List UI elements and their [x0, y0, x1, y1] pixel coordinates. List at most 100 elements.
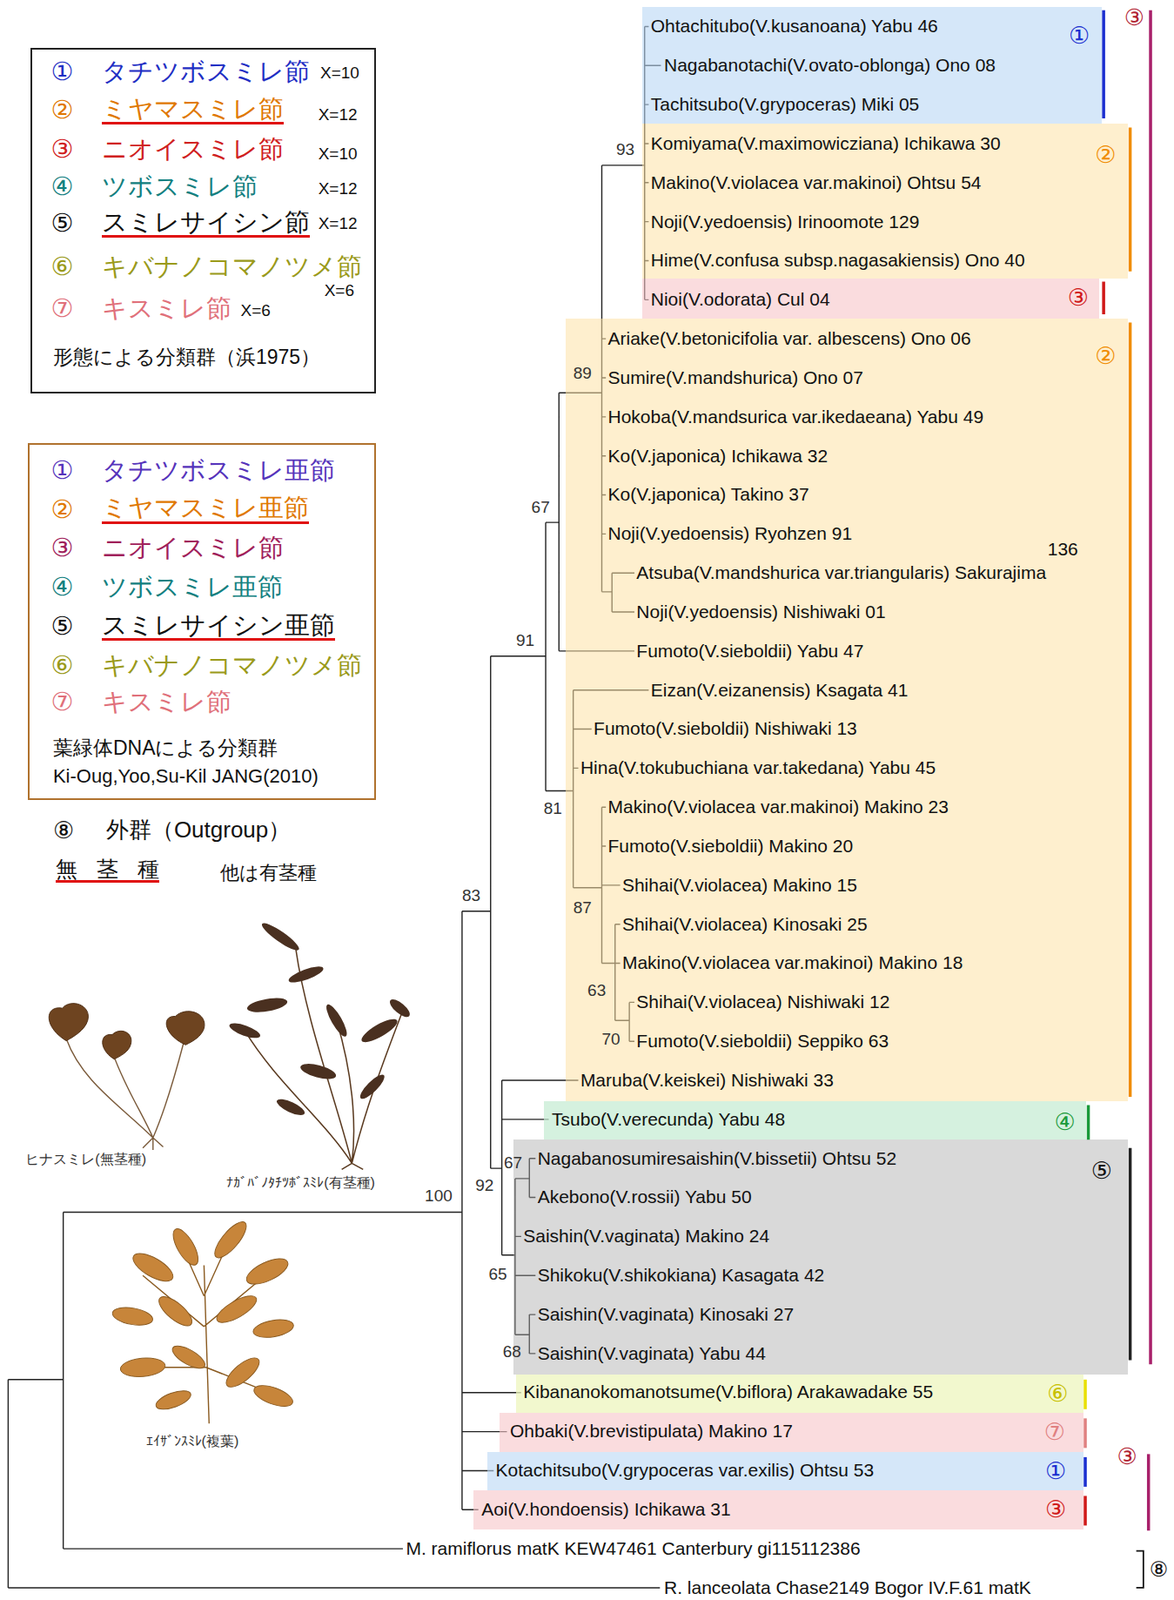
taxon-label: Ko(V.japonica) Ichikawa 32	[608, 446, 829, 466]
bootstrap-value: 63	[587, 981, 606, 1000]
taxon-label: Nagabanosumiresaishin(V.bissetii) Ohtsu …	[537, 1148, 897, 1168]
section-name: ミヤマスミレ亜節	[101, 494, 309, 524]
figure-caption: ｴｲｻﾞﾝｽﾐﾚ(複葉)	[146, 1434, 240, 1450]
section-name: ニオイスミレ節	[101, 135, 284, 162]
section-number: ⑥	[51, 651, 74, 678]
section-number: ⑤	[51, 209, 74, 236]
section-number: ③	[51, 135, 74, 162]
section-name: タチツボスミレ節	[101, 58, 310, 85]
section-number: ④	[51, 173, 74, 200]
section-name: タチツボスミレ亜節	[101, 456, 336, 484]
bootstrap-value: 89	[573, 364, 592, 383]
taxon-label: Makino(V.violacea var.makinoi) Makino 18	[622, 952, 963, 973]
taxon-label: Kotachitsubo(V.grypoceras var.exilis) Oh…	[496, 1460, 875, 1480]
taxon-label: Hokoba(V.mandsurica var.ikedaeana) Yabu …	[608, 407, 985, 427]
clade-band: Aoi(V.hondoensis) Ichikawa 31③	[473, 1489, 1084, 1530]
section-number: ④	[51, 573, 74, 600]
figure-caption: ﾅｶﾞﾊﾞﾉﾀﾁﾂﾎﾞｽﾐﾚ(有茎種)	[226, 1175, 376, 1191]
taxon-label: Makino(V.violacea var.makinoi) Makino 23	[608, 797, 949, 817]
clade-band: Tsubo(V.verecunda) Yabu 48 ④	[543, 1100, 1087, 1141]
taxon-label: Fumoto(V.sieboldii) Makino 20	[608, 836, 854, 856]
taxon-label: Shihai(V.violacea) Nishiwaki 12	[636, 992, 890, 1012]
taxon-label: Akebono(V.rossii) Yabu 50	[537, 1187, 752, 1207]
clade-number: ②	[1094, 343, 1116, 369]
section-name: ミヤマスミレ節	[101, 95, 284, 125]
legend-caption: Ki-Oug,Yoo,Su-Kil JANG(2010)	[53, 765, 319, 786]
clade-band: Kotachitsubo(V.grypoceras var.exilis) Oh…	[487, 1451, 1083, 1491]
taxon-label: Ariake(V.betonicifolia var. albescens) O…	[608, 328, 972, 349]
chromosome-number: X=12	[318, 180, 358, 198]
taxon-label: Nioi(V.odorata) Cul 04	[650, 289, 831, 309]
bootstrap-value: 93	[616, 140, 635, 159]
callout-number: ③	[1116, 1444, 1137, 1469]
taxon-label: Shihai(V.violacea) Makino 15	[622, 875, 858, 895]
clade-number: ③	[1045, 1496, 1067, 1522]
section-number: ②	[51, 496, 74, 523]
section-number: ⑥	[51, 253, 74, 280]
section-name: スミレサイシン節	[101, 208, 310, 238]
taxon-label: Noji(V.yedoensis) Nishiwaki 01	[636, 602, 886, 622]
sample-number: 136	[1047, 539, 1079, 559]
taxon-label: Makino(V.violacea var.makinoi) Ohtsu 54	[650, 173, 982, 193]
taxon-label: Atsuba(V.mandshurica var.triangularis) S…	[636, 563, 1047, 583]
plant-illustration	[48, 919, 413, 1423]
section-name: ツボスミレ節	[101, 173, 258, 200]
legend-box: ①タチツボスミレ亜節②ミヤマスミレ亜節③ニオイスミレ節④ツボスミレ亜節⑤スミレサ…	[27, 442, 377, 800]
section-number: ①	[51, 58, 74, 85]
section-name: キバナノコマノツメ節	[101, 253, 363, 280]
clade-number: ⑥	[1046, 1381, 1068, 1406]
clade-number: ①	[1045, 1458, 1067, 1483]
section-name: キスミレ節	[101, 688, 232, 715]
section-number: ③	[51, 534, 74, 561]
bootstrap-value: 67	[503, 1153, 523, 1172]
bootstrap-value: 68	[503, 1342, 522, 1361]
clade-number: ⑤	[1091, 1158, 1113, 1183]
chromosome-number: X=10	[320, 64, 360, 82]
legend-box: ① タチツボスミレ節 X=10 ② ミヤマスミレ節 X=12 ③ ニオイスミレ節 X=10 ④ ツボ…	[30, 47, 376, 394]
taxon-label: Tachitsubo(V.grypoceras) Miki 05	[650, 94, 920, 115]
taxon-label: Nagabanotachi(V.ovato-oblonga) Ono 08	[664, 55, 996, 75]
taxon-label: Shihai(V.violacea) Kinosaki 25	[622, 914, 868, 934]
figure-caption: ヒナスミレ(無茎種)	[25, 1152, 147, 1168]
clade-band: Komiyama(V.maximowicziana) Ichikawa 30 Ma…	[642, 123, 1128, 279]
legend-note: 外群（Outgroup）	[106, 818, 291, 842]
section-number: ①	[51, 456, 74, 484]
taxon-label: Tsubo(V.verecunda) Yabu 48	[551, 1109, 785, 1129]
clade-number: ①	[1068, 23, 1090, 48]
bootstrap-value: 87	[573, 898, 592, 917]
chromosome-number: X=10	[318, 145, 358, 163]
bootstrap-value: 67	[531, 498, 551, 517]
taxon-label: Saishin(V.vaginata) Kinosaki 27	[537, 1304, 795, 1324]
taxon-label: Fumoto(V.sieboldii) Seppiko 63	[636, 1031, 889, 1051]
clade-band: Kibananokomanotsume(V.biflora) Arakawada…	[516, 1374, 1084, 1414]
section-number: ②	[51, 96, 74, 123]
taxon-label: Shikoku(V.shikokiana) Kasagata 42	[537, 1265, 826, 1285]
bootstrap-value: 100	[424, 1187, 453, 1205]
section-name: ニオイスミレ節	[101, 534, 284, 561]
section-number: ⑤	[51, 612, 74, 639]
chromosome-number: X=6	[324, 281, 355, 300]
taxon-label: Hina(V.tokubuchiana var.takedana) Yabu 4…	[580, 758, 936, 778]
clade-number: ④	[1053, 1109, 1075, 1134]
bootstrap-value: 81	[543, 799, 563, 818]
taxon-label: Kibananokomanotsume(V.biflora) Arakawada…	[523, 1381, 933, 1402]
outgroup-bracket	[1136, 1550, 1144, 1588]
section-name: キバナノコマノツメ節	[101, 651, 363, 678]
clade-number: ⑦	[1044, 1419, 1066, 1444]
clade-number: ②	[1094, 142, 1116, 168]
taxon-label: Komiyama(V.maximowicziana) Ichikawa 30	[650, 134, 1001, 154]
taxon-label: Fumoto(V.sieboldii) Yabu 47	[636, 641, 864, 661]
section-number: ⑦	[51, 688, 74, 715]
taxon-label: Eizan(V.eizanensis) Ksagata 41	[650, 680, 909, 700]
chromosome-number: X=12	[318, 106, 358, 124]
taxon-label: Hime(V.confusa subsp.nagasakiensis) Ono …	[650, 250, 1026, 270]
section-name: スミレサイシン亜節	[101, 611, 336, 641]
section-number: ⑦	[51, 295, 74, 322]
taxon-label: Sumire(V.mandshurica) Ono 07	[608, 368, 864, 388]
callout-number: ③	[1124, 6, 1145, 30]
taxon-label: Ohtachitubo(V.kusanoana) Yabu 46	[650, 16, 939, 36]
callout-number: ⑧	[1149, 1557, 1169, 1580]
bootstrap-value: 91	[516, 631, 535, 650]
taxon-label: Noji(V.yedoensis) Ryohzen 91	[608, 523, 853, 544]
legend-caption: 形態による分類群（浜1975）	[53, 346, 321, 368]
